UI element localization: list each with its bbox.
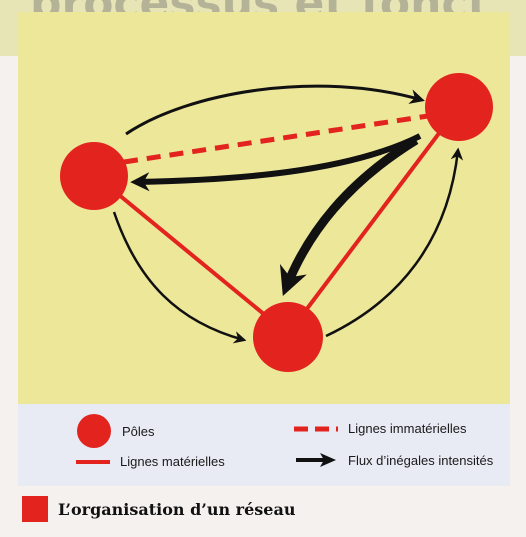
legend-item-flows: Flux d’inégales intensités (294, 452, 493, 468)
legend: Pôles Lignes immatérielles Lignes matéri… (18, 404, 510, 486)
pole-symbol-icon (77, 414, 111, 448)
flow-arrow-left-to-right (125, 84, 425, 136)
flow-arrow-left-to-bottom (112, 211, 247, 344)
flow-arrow-right-to-bottom-very-thick (279, 136, 419, 297)
legend-item-material-lines: Lignes matérielles (76, 454, 225, 469)
dashed-line-icon (294, 426, 338, 431)
solid-line-icon (76, 459, 110, 464)
pole-bottom (253, 302, 323, 372)
figure-caption: L’organisation d’un réseau (22, 496, 295, 522)
flow-arrow-bottom-to-right (325, 147, 464, 338)
legend-item-poles: Pôles (76, 413, 155, 449)
legend-label-flows: Flux d’inégales intensités (348, 452, 494, 468)
network-diagram-svg (60, 73, 493, 372)
caption-square-icon (22, 496, 48, 522)
legend-label-poles: Pôles (122, 423, 155, 439)
network-diagram (18, 12, 510, 404)
legend-item-immaterial-lines: Lignes immatérielles (294, 421, 467, 436)
material-line-left-bottom (94, 174, 290, 336)
flow-arrow-right-to-left-thick (130, 133, 422, 192)
flow-arrow-icon (296, 453, 336, 467)
legend-label-immaterial-lines: Lignes immatérielles (348, 421, 467, 436)
caption-title: L’organisation d’un réseau (58, 499, 296, 519)
immaterial-line-left-right (123, 113, 429, 165)
pole-top-right (425, 73, 493, 141)
pole-left (60, 142, 128, 210)
legend-label-material-lines: Lignes matérielles (120, 454, 225, 469)
material-line-right-bottom (286, 106, 460, 336)
